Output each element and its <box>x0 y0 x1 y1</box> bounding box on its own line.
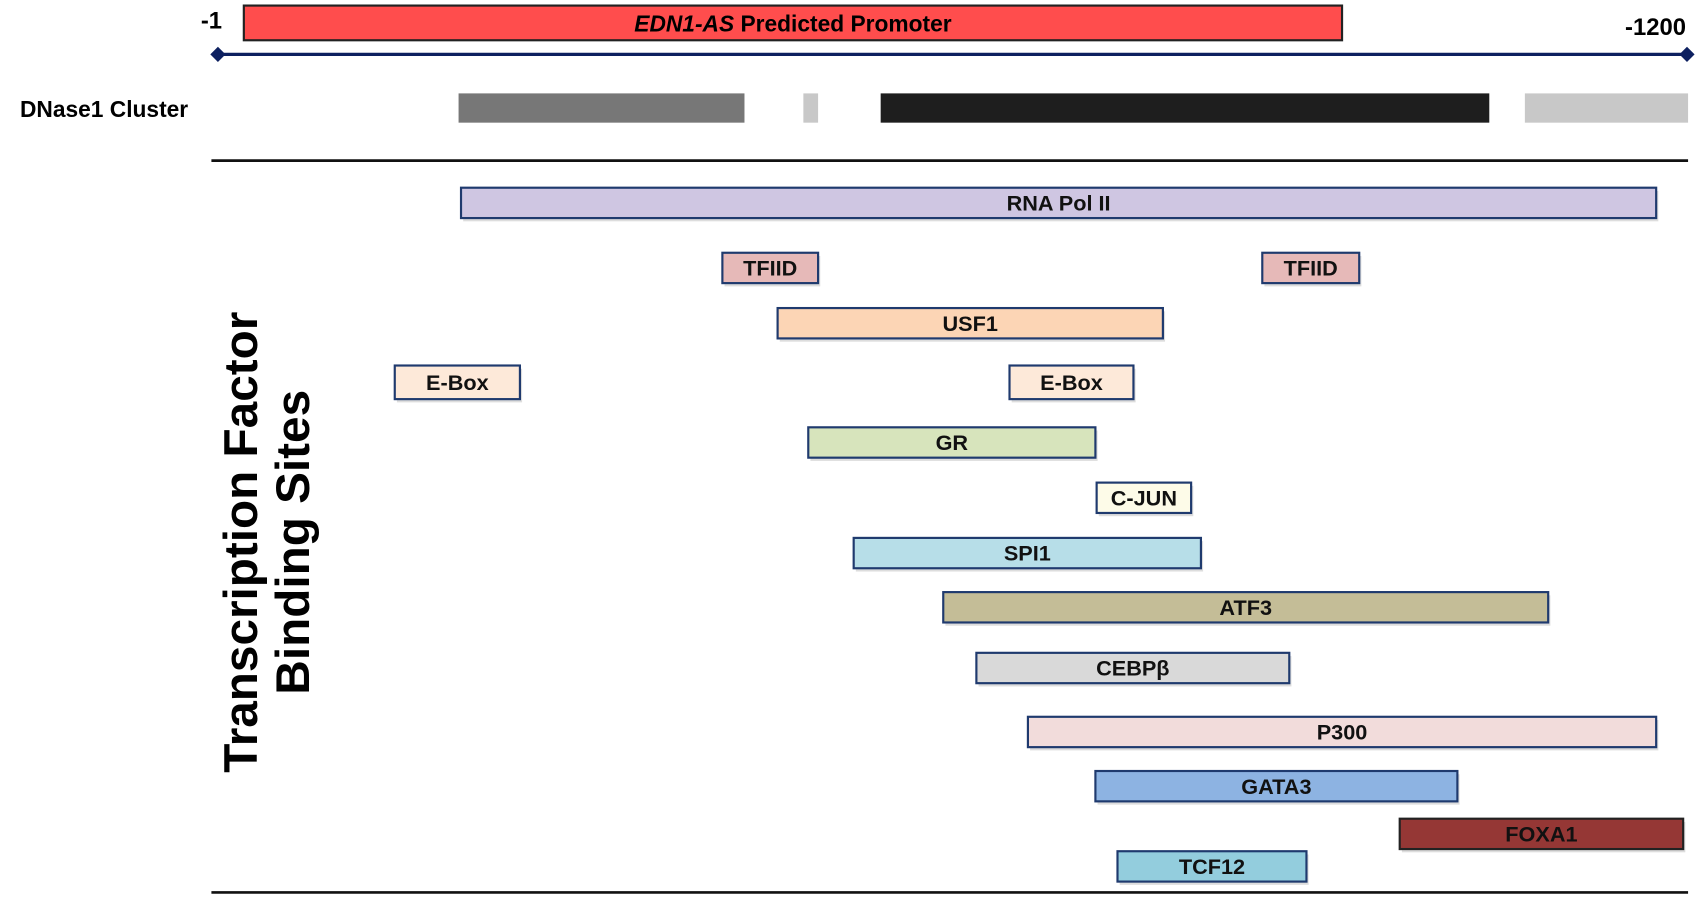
tfbs-title-line1: Transcription Factor <box>215 312 268 773</box>
promoter-label: EDN1-AS Predicted Promoter <box>634 11 951 37</box>
site-bar <box>1398 817 1685 851</box>
site-bar <box>852 536 1203 570</box>
site-label: TFIID <box>743 256 797 281</box>
site-bar <box>459 186 1658 220</box>
site-bar <box>1008 364 1135 401</box>
promoter-gene-name: EDN1-AS <box>634 11 734 37</box>
site-label: CEBPβ <box>1096 656 1169 681</box>
site-label: TFIID <box>1284 256 1338 281</box>
site-bar <box>942 591 1550 624</box>
site-label: GR <box>936 430 969 455</box>
site-bar <box>721 251 820 285</box>
site-label: FOXA1 <box>1505 821 1577 846</box>
site-bar <box>1116 850 1308 883</box>
promoter-label-rest: Predicted Promoter <box>734 11 952 37</box>
dnase-segment <box>880 93 1490 123</box>
site-bar <box>1095 481 1193 515</box>
promoter-bar <box>242 4 1344 42</box>
site-bar <box>807 426 1097 459</box>
tfbs-title: Transcription Factor Binding Sites <box>215 312 320 773</box>
dnase-label: DNase1 Cluster <box>20 96 188 122</box>
axis-end-label: -1200 <box>1625 14 1686 41</box>
site-bar <box>1261 251 1361 285</box>
site-label: USF1 <box>943 311 998 336</box>
axis-right-arrow <box>1679 46 1695 62</box>
site-bar <box>776 306 1164 340</box>
site-label: E-Box <box>426 370 489 395</box>
site-label: TCF12 <box>1179 854 1245 879</box>
dnase-segment <box>458 93 745 123</box>
site-label: GATA3 <box>1241 774 1311 799</box>
site-bar <box>975 651 1291 685</box>
site-label: P300 <box>1317 720 1368 745</box>
axis-left-arrow <box>210 46 226 62</box>
site-label: SPI1 <box>1004 541 1051 566</box>
tfbs-title-line2: Binding Sites <box>267 390 320 695</box>
dnase-segment <box>1524 93 1689 123</box>
site-bar <box>1094 769 1459 803</box>
axis-start-label: -1 <box>201 7 222 34</box>
dnase-segment <box>803 93 819 123</box>
site-label: RNA Pol II <box>1007 190 1111 215</box>
site-label: C-JUN <box>1111 485 1177 510</box>
site-label: E-Box <box>1040 370 1103 395</box>
dnase-track <box>458 93 1689 123</box>
site-label: ATF3 <box>1219 595 1272 620</box>
site-bar <box>1026 715 1658 749</box>
site-bar <box>393 364 522 401</box>
